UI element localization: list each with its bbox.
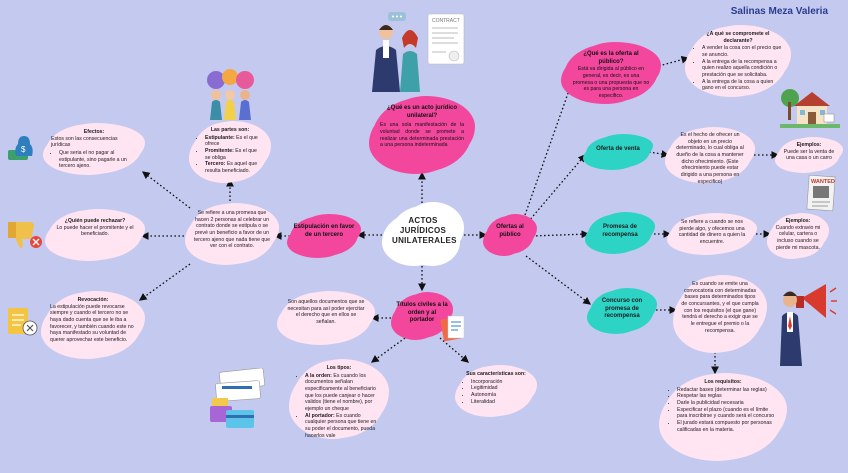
estipulacion-label: Estipulación en favor de un tercero	[293, 224, 355, 238]
concurso-label: Concurso con promesa de recompensa	[601, 298, 643, 320]
compromete-title: ¿A qué se compromete el declarante?	[706, 31, 770, 44]
oferta-venta-ejemplo-title: Ejemplos:	[796, 142, 822, 148]
efectos-cloud: Efectos: Estos son las consecuencias jur…	[48, 126, 140, 172]
revocacion-text: La estipulación puede revocarse siempre …	[50, 303, 134, 343]
requisito-item: Darle la publicidad necesaria	[677, 400, 777, 407]
revocacion-title: Revocación:	[77, 297, 109, 303]
center-label: ACTOS JURÍDICOS UNILATERALES	[392, 216, 457, 246]
promesa-node: Promesa de recompensa	[590, 216, 650, 250]
promesa-ejemplo-title: Ejemplos:	[785, 218, 811, 224]
ofertas-label: Ofertas al público	[496, 224, 524, 238]
partes-title: Las partes son:	[210, 127, 250, 133]
partes-cloud: Las partes son: Estipulante: Es el que o…	[194, 124, 266, 180]
oferta-definicion-cloud: ¿Qué es la oferta al público? Está va di…	[566, 46, 656, 100]
oferta-venta-ejemplo-cloud: Ejemplos: Puede ser la venta de una casa…	[780, 140, 838, 170]
rechazar-cloud: ¿Quién puede rechazar? Lo puede hacer el…	[50, 212, 140, 258]
promesa-cloud: Se refiere a cuando se nos pierde algo, …	[672, 216, 752, 252]
promesa-ejemplo-text: Cuando extravio mi celular, cartera o in…	[775, 224, 821, 251]
titulos-definicion-text: Son aquellos documentos que se necesitan…	[287, 299, 365, 325]
caracteristica-item: Literalidad	[471, 399, 529, 406]
tipos-list: A la orden: Es cuando los documentos señ…	[297, 373, 381, 440]
contract-label: CONTRACT	[432, 18, 460, 24]
document-revoke-icon	[8, 308, 38, 336]
efectos-title: Efectos:	[83, 129, 105, 135]
caracteristicas-title: Sus características son:	[466, 371, 526, 377]
promesa-label: Promesa de recompensa	[602, 224, 638, 238]
tipos-title: Los tipos:	[326, 365, 352, 371]
caracteristica-item: Legitimidad	[471, 385, 529, 392]
svg-text:$: $	[21, 145, 26, 154]
caracteristica-item: Incorporación	[471, 379, 529, 386]
three-people-icon	[207, 69, 254, 120]
thumbs-down-icon	[8, 222, 42, 248]
money-icon: $	[8, 136, 33, 160]
oferta-venta-label: Oferta de venta	[596, 146, 640, 152]
tipo-item: A la orden: Es cuando los documentos señ…	[305, 373, 381, 413]
requisito-item: Especificar el plazo (cuando es el límit…	[677, 407, 777, 420]
requisitos-title: Los requisitos:	[704, 379, 742, 385]
contract-people-icon: CONTRACT	[372, 12, 465, 92]
promesa-ejemplo-cloud: Ejemplos: Cuando extravio mi celular, ca…	[772, 216, 824, 256]
efecto-item: Que seria el no pagar al estipulante, si…	[59, 150, 137, 170]
rechazar-text: Lo puede hacer el promitente y el benefi…	[56, 224, 134, 238]
parte-item: Tercero: Es aquel que resulta beneficiad…	[205, 161, 263, 174]
oferta-definicion-title: ¿Qué es la oferta al público?	[583, 51, 639, 65]
cheque-card-icon	[210, 368, 265, 428]
concurso-node: Concurso con promesa de recompensa	[592, 292, 652, 330]
oferta-venta-ejemplo-text: Puede ser la venta de una casa o un carr…	[783, 148, 835, 162]
partes-list: Estipulante: Es el que ofrece Promitente…	[197, 135, 263, 175]
ofertas-node: Ofertas al público	[488, 218, 532, 252]
tipo-item: Al portador: Es cuando cualquier persona…	[305, 413, 381, 440]
titulos-definicion-cloud: Son aquellos documentos que se necesitan…	[282, 294, 370, 342]
estipulacion-definicion-text: Se refiere a una promesa que hacen 2 per…	[193, 210, 271, 250]
center-node: ACTOS JURÍDICOS UNILATERALES	[392, 208, 457, 260]
parte-item: Estipulante: Es el que ofrece	[205, 135, 263, 148]
promesa-text: Se refiere a cuando se nos pierde algo, …	[678, 219, 746, 245]
compromete-item: A vender la cosa con el precio que se an…	[702, 45, 782, 58]
wanted-poster-icon: WANTED	[806, 174, 836, 212]
requisito-item: Respetar las reglas	[677, 393, 777, 400]
acto-juridico-title: ¿Qué es un acto jurídico unilateral?	[386, 105, 457, 119]
parte-item: Promitente: Es el que se obliga	[205, 148, 263, 161]
estipulacion-definicion-cloud: Se refiere a una promesa que hacen 2 per…	[190, 206, 274, 262]
titulos-node: Títulos civiles a la orden y al portador	[396, 296, 448, 336]
caracteristicas-cloud: Sus características son: Incorporación L…	[460, 368, 532, 414]
requisitos-list: Redactar bases (determinar las reglas) R…	[669, 387, 777, 434]
requisito-item: Redactar bases (determinar las reglas)	[677, 387, 777, 394]
megaphone-person-icon	[780, 284, 837, 366]
compromete-list: A vender la cosa con el precio que se an…	[694, 45, 782, 92]
oferta-venta-text: Es el hecho de ofrecer un objeto en un p…	[676, 132, 744, 185]
compromete-item: A la entrega de la cosa a quien gano en …	[702, 79, 782, 92]
caracteristicas-list: Incorporación Legitimidad Autonomía Lite…	[463, 379, 529, 406]
author-title: Salinas Meza Valeria	[730, 6, 828, 17]
caracteristica-item: Autonomía	[471, 392, 529, 399]
rechazar-title: ¿Quién puede rechazar?	[64, 218, 126, 224]
tipos-cloud: Los tipos: A la orden: Es cuando los doc…	[294, 362, 384, 439]
documents-icon	[440, 315, 465, 342]
oferta-definicion-text: Está va dirigida al público en general, …	[572, 66, 650, 99]
estipulacion-node: Estipulación en favor de un tercero	[292, 218, 356, 254]
oferta-venta-cloud: Es el hecho de ofrecer un objeto en un p…	[670, 130, 750, 185]
acto-juridico-cloud: ¿Qué es un acto jurídico unilateral? Es …	[374, 100, 470, 170]
wanted-label: WANTED	[811, 179, 835, 185]
revocacion-cloud: Revocación: La estipulación puede revoca…	[46, 294, 140, 356]
concurso-text: Es cuando se emite una convocatoria con …	[681, 281, 759, 334]
compromete-cloud: ¿A qué se compromete el declarante? A ve…	[690, 28, 786, 94]
acto-juridico-text: Es una sola manifestación de la voluntad…	[380, 122, 464, 149]
requisitos-cloud: Los requisitos: Redactar bases (determin…	[664, 376, 782, 458]
house-icon	[780, 89, 840, 128]
efectos-list: Que seria el no pagar al estipulante, si…	[51, 150, 137, 170]
oferta-venta-node: Oferta de venta	[588, 138, 648, 166]
titulos-label: Títulos civiles a la orden y al portador	[396, 302, 448, 324]
concurso-cloud: Es cuando se emite una convocatoria con …	[678, 278, 762, 350]
compromete-item: A la entrega de la recompensa a quien re…	[702, 59, 782, 79]
efectos-text: Estos son las consecuencias jurídicas	[51, 135, 118, 149]
requisito-item: El jurado estará compuesto por personas …	[677, 420, 777, 433]
